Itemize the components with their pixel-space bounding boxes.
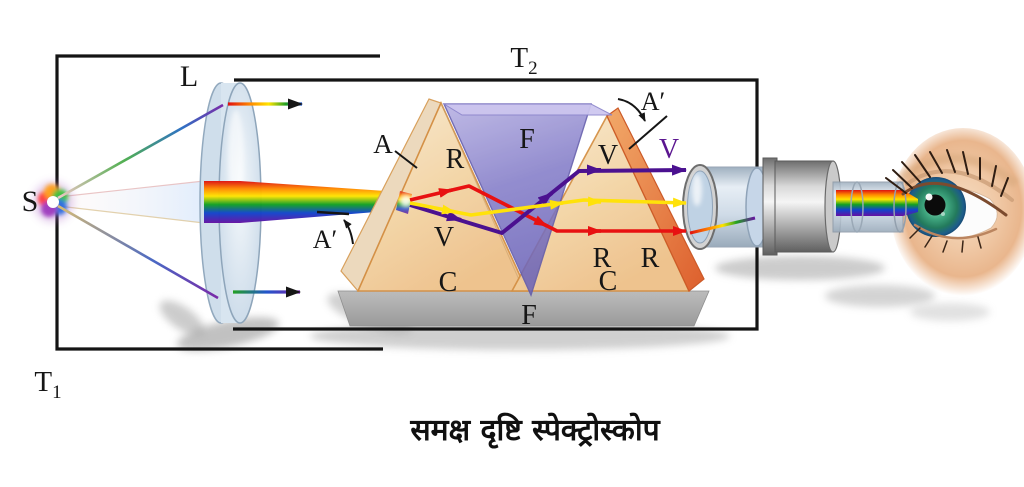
incoming-ray-top [57,103,224,200]
label-angle-a-prime-right: A′ [641,87,665,116]
label-flint-bottom: F [521,300,537,331]
label-angle-a-prime-left: A′ [313,225,337,254]
ray-red-arrowhead [533,215,548,228]
ray-violet-arrowhead [537,191,554,207]
label-tube-t1: T1 [34,366,61,403]
light-source [32,181,74,223]
angle-a-prime-right-tick [628,115,668,150]
angle-a-prime-right-arrow [617,98,646,122]
label-crown-right: C [599,266,618,297]
draw-tube-end [893,181,907,233]
label-crown-left: C [439,267,458,298]
label-red-right-outer: R [641,243,660,274]
dispersed-rays [57,98,756,300]
incoming-ray-bottom [57,204,219,300]
lower-lashes [909,227,982,253]
label-tube-t2: T2 [510,42,537,79]
label-violet-exit: V [659,134,679,165]
eyepiece-spectrum [689,216,756,235]
lower-eyelid [913,223,998,240]
label-violet-left: V [434,222,454,253]
label-red-left: R [446,144,465,175]
label-violet-right: V [598,140,618,171]
eyelids-lashes [885,149,1014,253]
ray-yellow-arrowhead [441,204,456,215]
ray-yellow-arrowhead [549,199,564,210]
ray-red-arrowhead [438,188,453,198]
barrel-body [774,160,834,253]
eye-highlight-2 [941,212,945,216]
label-lens: L [180,60,198,93]
annotations [316,98,668,245]
label-flint-top: F [519,124,535,155]
ray-violet-arrowhead [446,210,462,222]
ray-yellow [409,197,687,217]
flint-prism-top-face [442,103,613,116]
light-cone [57,180,205,224]
label-angle-a: A [373,129,393,159]
exit-beam [836,190,918,216]
label-source: S [22,185,39,218]
angle-a-prime-left-arrow [343,219,354,245]
upper-lashes [885,149,1009,197]
eye-highlight [925,193,933,201]
eyebrow [899,154,1019,188]
angle-a-tick [394,150,418,169]
entry-glow [400,195,412,207]
rainbow-beam [204,181,400,223]
caption: समक्ष दृष्टि स्पेक्ट्रोस्कोप [410,413,660,448]
eyepiece-assembly [682,157,918,256]
label-red-right-inner: R [593,243,612,274]
angle-a-prime-left-tick [316,210,350,216]
